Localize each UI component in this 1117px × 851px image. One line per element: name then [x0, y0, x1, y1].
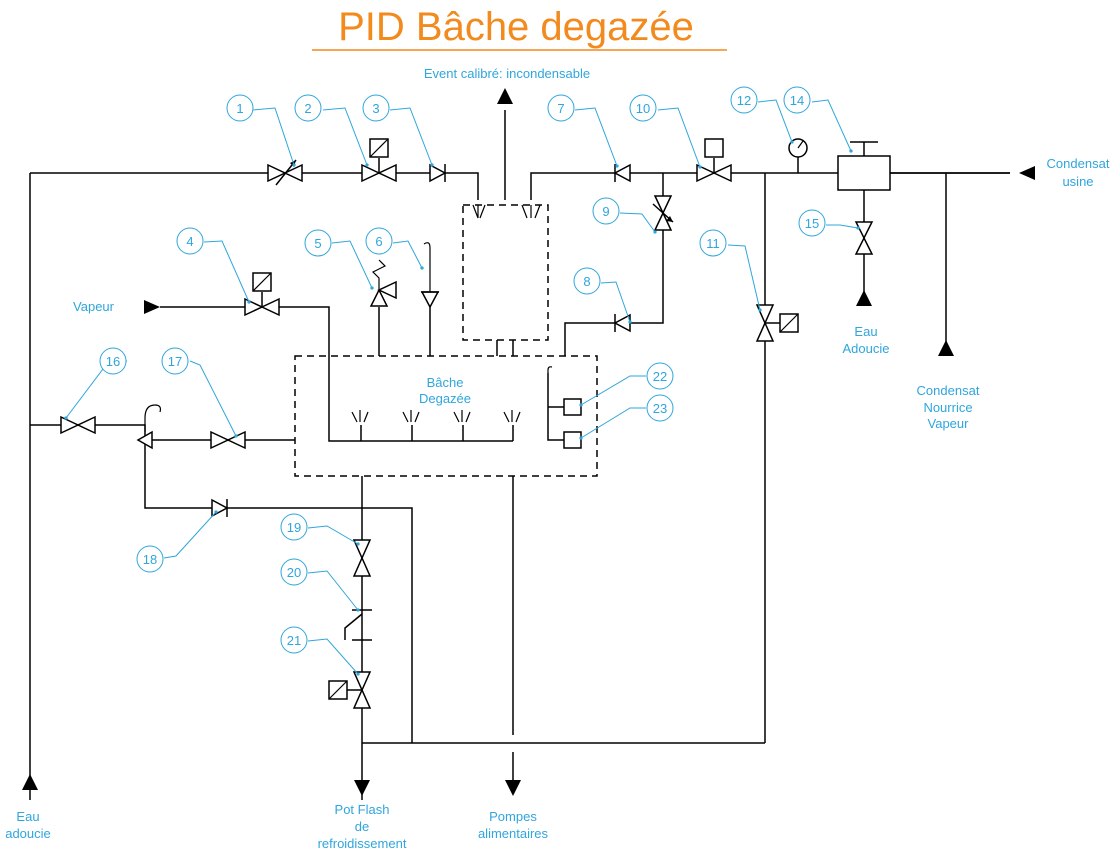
valve-2-icon — [361, 163, 381, 183]
svg-text:23: 23 — [653, 401, 667, 416]
valve-16-icon — [60, 415, 80, 435]
svg-text:3: 3 — [372, 101, 379, 116]
svg-text:1: 1 — [236, 101, 243, 116]
svg-text:18: 18 — [143, 552, 157, 567]
svg-text:2: 2 — [304, 101, 311, 116]
svg-text:21: 21 — [287, 633, 301, 648]
svg-text:7: 7 — [557, 101, 564, 116]
svg-text:15: 15 — [805, 216, 819, 231]
svg-text:20: 20 — [287, 565, 301, 580]
check-valve-6-icon — [420, 291, 440, 309]
vent-condenser — [462, 204, 549, 341]
condensat-nourrice-label-1: Condensat — [917, 383, 980, 398]
svg-text:11: 11 — [706, 236, 720, 251]
bache-label-2: Degazée — [419, 391, 471, 406]
tag-7: 7 — [547, 94, 575, 122]
tag-6: 6 — [365, 227, 393, 255]
valve-10-icon — [696, 163, 716, 183]
tag-5: 5 — [304, 229, 332, 257]
tag-15: 15 — [798, 209, 826, 237]
condensat-nourrice-label-3: Vapeur — [928, 416, 970, 431]
svg-text:4: 4 — [186, 234, 193, 249]
check-valve-7-icon — [613, 163, 631, 183]
check-valve-3-icon — [429, 163, 447, 183]
tag-circles: 1 2 3 4 5 6 7 8 9 10 11 12 14 15 16 17 1… — [99, 86, 826, 654]
pot-flash-label-1: Pot Flash — [335, 802, 390, 817]
pot-flash-label-3: refroidissement — [318, 836, 407, 851]
tag-3: 3 — [362, 94, 390, 122]
pipes — [29, 110, 1010, 800]
svg-text:12: 12 — [737, 93, 751, 108]
safety-valve-5-icon — [369, 288, 389, 307]
pot-flash-label-2: de — [355, 819, 369, 834]
tag-10: 10 — [629, 94, 657, 122]
tag-11: 11 — [699, 229, 727, 257]
svg-text:10: 10 — [636, 101, 650, 116]
svg-text:17: 17 — [168, 354, 182, 369]
bache-label-1: Bâche — [427, 375, 464, 390]
tag-8: 8 — [573, 267, 601, 295]
eau-adoucie-top-label-2: Adoucie — [843, 341, 890, 356]
device-14-icon — [837, 155, 891, 191]
eau-adoucie-bottom-label-2: adoucie — [5, 826, 51, 841]
level-switch-23-icon — [563, 431, 582, 449]
valve-17-icon — [210, 430, 230, 450]
eau-adoucie-top-label-1: Eau — [854, 324, 877, 339]
bache-vessel — [294, 355, 598, 477]
condensat-usine-label-1: Condensat — [1047, 156, 1110, 171]
svg-text:22: 22 — [653, 369, 667, 384]
tag-17: 17 — [161, 347, 189, 375]
svg-text:14: 14 — [790, 93, 804, 108]
tag-22: 22 — [646, 362, 674, 390]
svg-text:19: 19 — [287, 520, 301, 535]
level-switch-22-icon — [563, 398, 582, 416]
pompes-label-1: Pompes — [489, 809, 537, 824]
check-valve-8-icon — [613, 313, 631, 333]
tag-9: 9 — [592, 197, 620, 225]
tag-4: 4 — [176, 227, 204, 255]
condensat-usine-label-2: usine — [1062, 174, 1093, 189]
flow-arrows — [22, 88, 1035, 796]
valve-21-icon — [352, 671, 372, 692]
tag-1: 1 — [226, 94, 254, 122]
valves — [60, 138, 891, 709]
svg-text:5: 5 — [314, 236, 321, 251]
tag-23: 23 — [646, 394, 674, 422]
tag-14: 14 — [783, 86, 811, 114]
svg-text:8: 8 — [583, 274, 590, 289]
condensat-nourrice-label-2: Nourrice — [923, 400, 972, 415]
svg-text:6: 6 — [375, 234, 382, 249]
tag-2: 2 — [294, 94, 322, 122]
valve-1-icon — [267, 163, 287, 183]
spray-nozzles — [351, 204, 541, 423]
tag-18: 18 — [136, 545, 164, 573]
tag-19: 19 — [280, 513, 308, 541]
pompes-label-2: alimentaires — [478, 826, 549, 841]
svg-text:9: 9 — [602, 204, 609, 219]
vapeur-label: Vapeur — [73, 299, 115, 314]
page-title: PID Bâche degazée — [338, 5, 694, 49]
event-label: Event calibré: incondensable — [424, 66, 590, 81]
svg-text:16: 16 — [106, 354, 120, 369]
tag-16: 16 — [99, 347, 127, 375]
valve-4-icon — [244, 297, 264, 317]
valve-15-icon — [854, 221, 874, 240]
tag-21: 21 — [280, 626, 308, 654]
eau-adoucie-bottom-label-1: Eau — [16, 809, 39, 824]
valve-9-icon — [653, 195, 673, 215]
tag-20: 20 — [280, 558, 308, 586]
tag-12: 12 — [730, 86, 758, 114]
tag-leaders — [64, 99, 860, 676]
